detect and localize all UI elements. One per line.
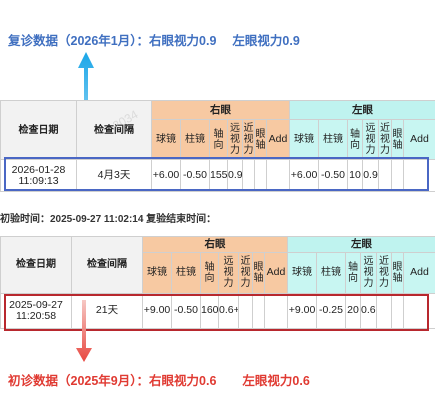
l-near-cell — [376, 292, 393, 330]
right-eye-header: 右眼 — [150, 99, 291, 121]
time-value: 11:20:58 — [15, 309, 57, 322]
date-value: 2025-09-27 — [9, 298, 63, 311]
left-eye-header: 左眼 — [287, 235, 435, 254]
initial-caption: 初诊数据（2025年9月）：右眼视力0.6 左眼视力0.6 — [8, 370, 310, 389]
left-eye-header: 左眼 — [289, 99, 435, 121]
l-add-cell — [403, 292, 435, 330]
l-cylinder-cell: -0.25 — [316, 292, 347, 330]
l-sphere-cell: +9.00 — [287, 292, 318, 330]
l-distance-header: 远视力 — [362, 119, 380, 161]
l-distance-header: 远视力 — [360, 252, 378, 294]
r-axis-header: 轴向 — [209, 119, 228, 161]
l-add-header: Add — [403, 252, 435, 294]
l-cylinder-header: 柱镜 — [318, 119, 349, 161]
r-cylinder-cell: -0.50 — [171, 292, 201, 330]
l-cylinder-header: 柱镜 — [316, 252, 347, 294]
r-axis-header: 轴向 — [200, 252, 219, 294]
l-axis-header: 轴向 — [347, 119, 364, 161]
followup-caption-right: 右眼视力0.9 — [149, 34, 217, 48]
r-distance-cell: 0.6+ — [218, 292, 239, 330]
followup-table: 检查日期 检查间隔 右眼 左眼 球镜 柱镜 轴向 远视力 近视力 眼轴 Add … — [0, 99, 435, 192]
l-axis-header: 轴向 — [345, 252, 362, 294]
time-value: 11:09:13 — [18, 174, 59, 187]
r-axis-cell: 155 — [209, 159, 228, 192]
initial-caption-left: 左眼视力0.6 — [242, 374, 310, 388]
r-near-header: 近视力 — [242, 119, 255, 161]
l-axis-cell: 20 — [345, 292, 362, 330]
r-cylinder-header: 柱镜 — [171, 252, 201, 294]
col-date-header: 检查日期 — [0, 236, 72, 294]
l-cylinder-cell: -0.50 — [318, 159, 349, 192]
r-add-cell — [263, 292, 289, 330]
r-near-header: 近视力 — [238, 252, 253, 294]
r-add-cell — [265, 159, 291, 192]
l-distance-cell: 0.6+ — [360, 292, 378, 330]
r-distance-header: 远视力 — [218, 252, 239, 294]
r-add-header: Add — [263, 252, 289, 294]
r-add-header: Add — [265, 119, 291, 161]
exam-time-line: 初验时间：2025-09-27 11:02:14 复验结束时间： — [0, 214, 217, 225]
l-sphere-header: 球镜 — [289, 119, 320, 161]
col-interval-header: 检查间隔 — [71, 236, 143, 294]
followup-highlight-box — [4, 157, 429, 191]
l-add-header: Add — [403, 119, 435, 161]
followup-caption-main: 复诊数据（2026年1月）： — [8, 34, 150, 48]
r-cylinder-cell: -0.50 — [180, 159, 210, 192]
initial-caption-main: 初诊数据（2025年9月）： — [8, 374, 150, 388]
r-sphere-header: 球镜 — [142, 252, 172, 294]
l-axial-cell — [391, 159, 405, 192]
col-interval-header: 检查间隔 — [76, 99, 152, 161]
followup-caption-left: 左眼视力0.9 — [232, 34, 300, 48]
l-axial-cell — [391, 292, 405, 330]
r-cylinder-header: 柱镜 — [180, 119, 210, 161]
l-sphere-header: 球镜 — [287, 252, 318, 294]
interval-cell: 4月3天 — [76, 159, 152, 192]
r-axis-cell: 160 — [200, 292, 219, 330]
l-axial-header: 眼轴 — [391, 252, 405, 294]
r-sphere-cell: +6.00 — [151, 159, 181, 192]
r-axial-header: 眼轴 — [254, 119, 267, 161]
l-axis-cell: 10 — [347, 159, 364, 192]
date-value: 2026-01-28 — [11, 163, 66, 176]
l-axial-header: 眼轴 — [391, 119, 405, 161]
r-distance-header: 远视力 — [227, 119, 243, 161]
initial-table: 检查日期 检查间隔 右眼 左眼 球镜 柱镜 轴向 远视力 近视力 眼轴 Add … — [0, 235, 435, 330]
l-distance-cell: 0.9 — [362, 159, 380, 192]
r-axial-header: 眼轴 — [252, 252, 265, 294]
right-eye-header: 右眼 — [141, 235, 289, 254]
followup-caption: 复诊数据（2026年1月）：右眼视力0.9 左眼视力0.9 — [8, 30, 300, 49]
l-add-cell — [403, 159, 435, 192]
arrow-down-icon — [76, 300, 92, 362]
initial-caption-right: 右眼视力0.6 — [149, 374, 217, 388]
l-near-header: 近视力 — [376, 252, 393, 294]
l-near-header: 近视力 — [378, 119, 393, 161]
initial-highlight-box — [4, 294, 429, 331]
r-sphere-header: 球镜 — [151, 119, 181, 161]
col-date-header: 检查日期 — [0, 99, 77, 161]
